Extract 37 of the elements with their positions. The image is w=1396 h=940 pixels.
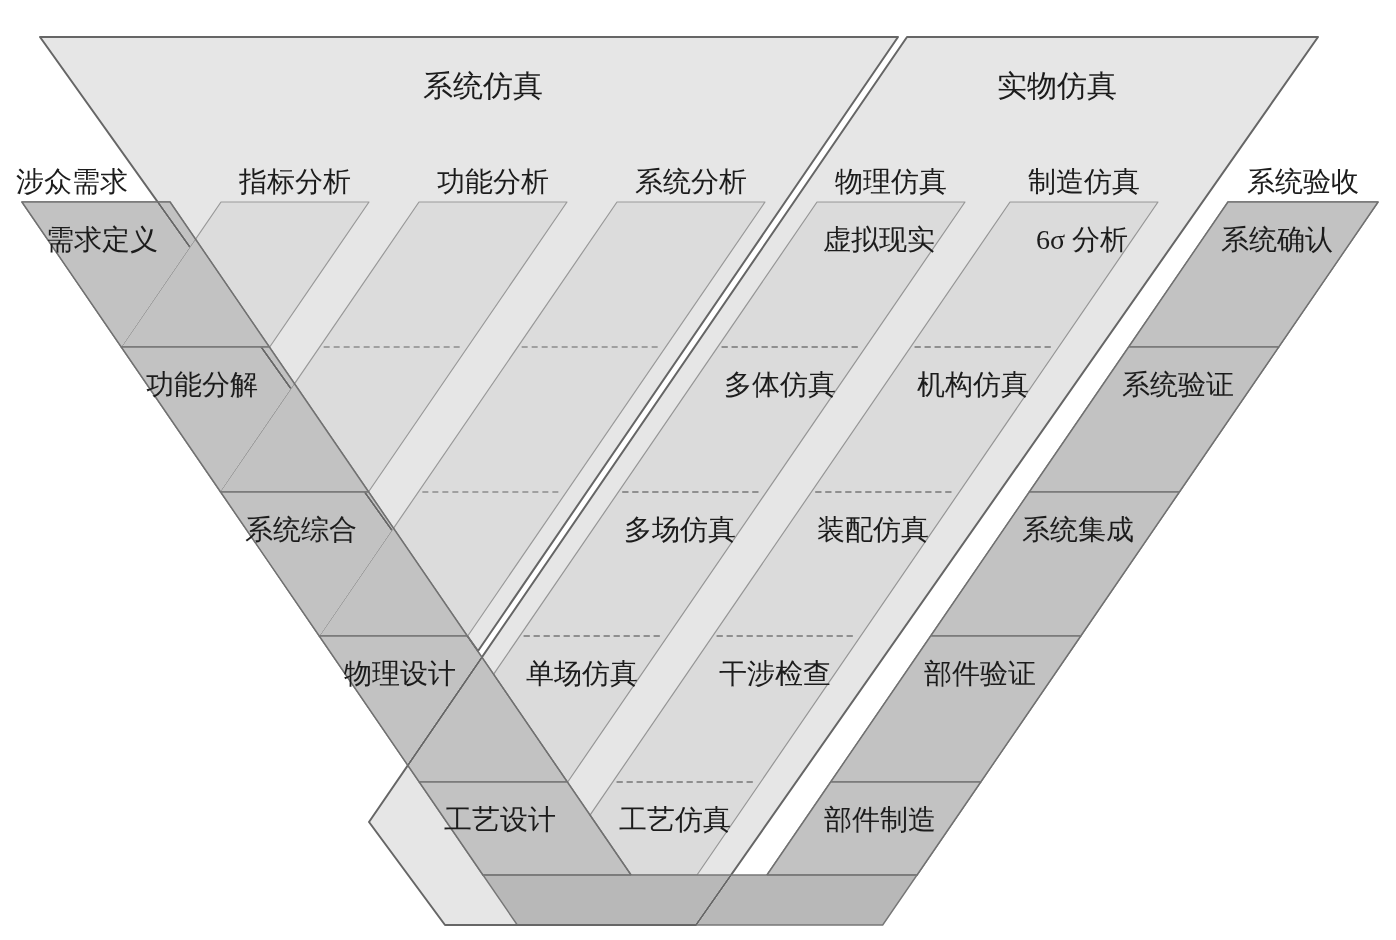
cell-label: 机构仿真 xyxy=(916,371,1029,399)
column-heading: 制造仿真 xyxy=(1028,168,1140,196)
strip-cell xyxy=(618,347,866,492)
stage-cell xyxy=(121,347,369,492)
column-heading: 功能分析 xyxy=(437,168,549,196)
stage-cell xyxy=(22,202,270,347)
cell-label: 单场仿真 xyxy=(525,660,638,688)
cell-label: 装配仿真 xyxy=(817,516,930,544)
cell-label: 6σ 分析 xyxy=(1035,226,1128,254)
cell-label: 需求定义 xyxy=(46,226,159,254)
cell-label: 工艺设计 xyxy=(443,806,556,834)
column-heading: 物理仿真 xyxy=(835,168,947,196)
strip-cell xyxy=(519,492,767,636)
column-heading: 指标分析 xyxy=(239,168,351,196)
cell-label: 系统确认 xyxy=(1220,226,1333,254)
column-heading: 涉众需求 xyxy=(16,168,128,196)
stage-cell xyxy=(830,636,1081,782)
column-heading: 系统分析 xyxy=(635,168,747,196)
panel-title: 系统仿真 xyxy=(423,71,543,101)
stage-cell xyxy=(1128,202,1378,347)
cell-label: 系统综合 xyxy=(245,516,358,544)
cell-label: 部件制造 xyxy=(823,806,936,834)
cell-label: 多场仿真 xyxy=(624,516,737,544)
cell-label: 多体仿真 xyxy=(723,371,836,399)
cell-label: 工艺仿真 xyxy=(618,806,731,834)
cell-label: 部件验证 xyxy=(923,660,1036,688)
strip-cell xyxy=(717,202,965,347)
cell-label: 系统集成 xyxy=(1022,516,1135,544)
panel-title: 实物仿真 xyxy=(997,71,1117,101)
cell-label: 系统验证 xyxy=(1121,371,1234,399)
cell-label: 功能分解 xyxy=(145,371,258,399)
column-heading: 系统验收 xyxy=(1247,168,1359,196)
cell-label: 干涉检查 xyxy=(718,660,831,688)
stage-cell xyxy=(930,492,1180,636)
stage-cell xyxy=(1029,347,1279,492)
cell-label: 虚拟现实 xyxy=(823,226,935,254)
cell-label: 物理设计 xyxy=(343,660,456,688)
